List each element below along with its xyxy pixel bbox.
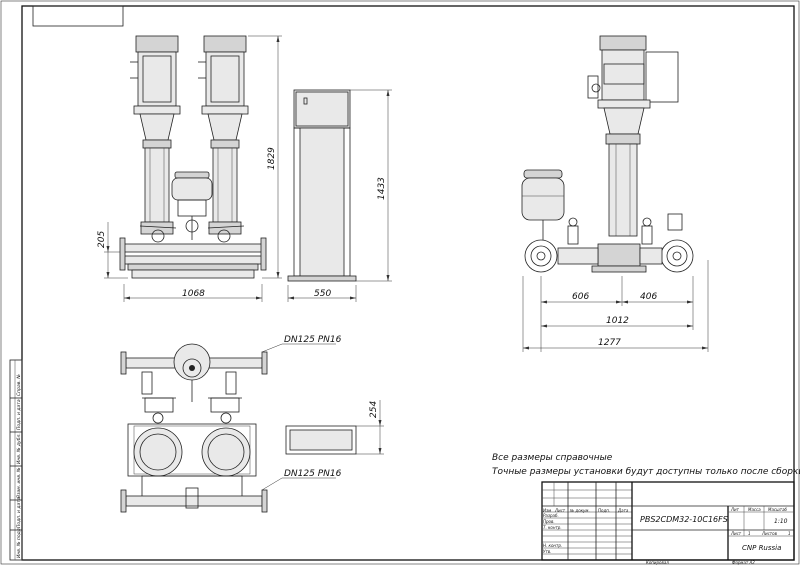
tb-role-0: Разраб.	[543, 513, 559, 518]
tb-role-1: Пров.	[543, 519, 555, 524]
stamp-label-4: Подп. и дата	[16, 399, 22, 430]
tb-company: CNP Russia	[742, 544, 781, 552]
tb-sheets-label: Листов	[761, 531, 778, 536]
pressure-tank-side	[521, 169, 565, 240]
stamp-label-0: Инв. № подл.	[16, 527, 22, 558]
tb-role-5: Утв.	[543, 549, 551, 554]
tb-col-lit: Лит	[730, 507, 740, 512]
tb-col-mass: Масса	[748, 507, 761, 512]
plan-cabinet	[285, 425, 357, 455]
tb-row-1: Лист	[554, 508, 566, 513]
tb-row-2: № докум.	[569, 508, 590, 513]
tb-sheets-num: 1	[788, 531, 791, 536]
dim-plan-depth: 254	[369, 401, 379, 418]
side-view: 606 406 1012 1277	[521, 35, 709, 352]
plan-view: 254 DN125 PN16 DN125 PN16	[120, 335, 384, 513]
base-frame-front	[127, 263, 259, 271]
callout-top-pipe: DN125 PN16	[284, 335, 342, 345]
callout-bottom-pipe: DN125 PN16	[284, 469, 342, 479]
manifold-upper	[123, 243, 263, 253]
tb-role-4: Н. контр.	[543, 543, 562, 548]
flange-right	[260, 237, 267, 271]
tb-col-scale: Масштаб	[768, 507, 788, 512]
flange-side-right	[660, 239, 694, 273]
stamp-label-5: Справ. №	[16, 374, 22, 396]
stamp-label-2: Взам. инв. №	[16, 467, 22, 498]
stamp-label-3: Инв. № дубл.	[16, 433, 22, 464]
pump-right	[198, 35, 249, 235]
flange-side-left	[524, 239, 558, 273]
tb-sheet-num: 1	[748, 531, 751, 536]
note-line-1: Все размеры справочные	[492, 453, 613, 463]
tb-sheet-label: Лист	[730, 531, 742, 536]
tb-copied: Копировал	[646, 560, 669, 565]
tb-row-0: Изм	[543, 508, 551, 513]
dim-front-flange: 205	[97, 231, 107, 248]
drawing-frame	[21, 5, 795, 561]
pump-left	[130, 35, 181, 235]
dim-cabinet-height: 1433	[377, 177, 387, 200]
dim-side-total: 1012	[606, 316, 629, 326]
dim-front-height: 1829	[267, 147, 277, 170]
tb-row-3: Подп.	[598, 508, 610, 513]
dim-side-right: 406	[640, 292, 657, 302]
dim-side-overall: 1277	[598, 338, 621, 348]
front-view: 1068 1829 205	[97, 35, 282, 302]
dim-front-width: 1068	[182, 289, 205, 299]
title-block: Изм Лист № докум. Подп. Дата Разраб. Про…	[541, 481, 795, 561]
pressure-tank-front	[171, 171, 213, 240]
side-stamp: Инв. № подл. Подп. и дата Взам. инв. № И…	[9, 359, 23, 561]
tb-row-4: Дата	[617, 508, 629, 513]
flange-left	[119, 237, 126, 271]
tb-format: Формат A2	[732, 560, 755, 565]
dim-cabinet-width: 550	[314, 289, 331, 299]
top-left-stamp-box	[32, 5, 124, 27]
note-line-2: Точные размеры установки будут доступны …	[492, 467, 800, 477]
plan-pump-right	[201, 427, 251, 477]
plan-pump-left	[133, 427, 183, 477]
tb-role-2: Т. контр.	[543, 525, 562, 530]
tb-designation: PBS2CDM32-10C16FS	[640, 515, 728, 524]
stamp-label-1: Подп. и дата	[16, 497, 22, 528]
dim-side-left: 606	[572, 292, 589, 302]
manifold-lower	[123, 255, 263, 265]
tb-scale: 1:10	[774, 518, 788, 525]
control-cabinet: 550 1433	[287, 89, 392, 302]
